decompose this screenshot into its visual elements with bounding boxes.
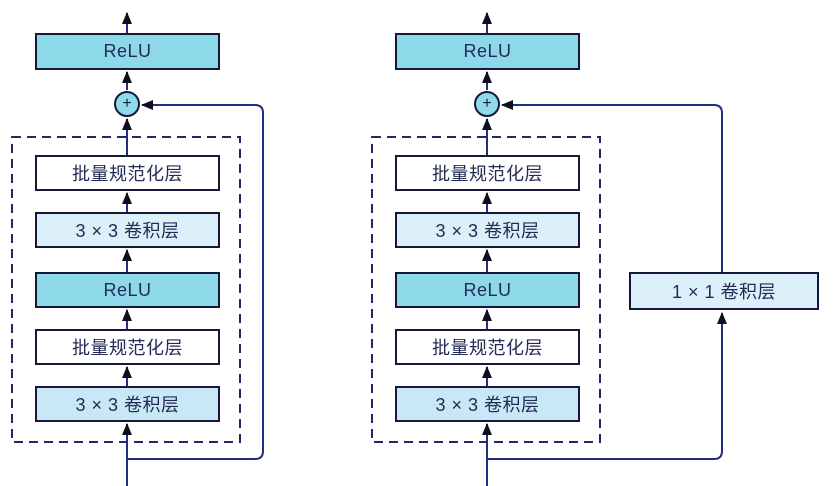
left-batchnorm-box-2: 批量规范化层: [35, 329, 220, 365]
right-conv3x3-box-2: 3 × 3 卷积层: [395, 386, 580, 422]
left-skip-connection-wire: [127, 100, 264, 460]
right-conv1x1-to-add-wire: [501, 100, 723, 272]
right-add-node: +: [474, 91, 500, 117]
left-conv3x3-box-1: 3 × 3 卷积层: [35, 212, 220, 248]
right-output-relu-box: ReLU: [395, 33, 580, 70]
right-batchnorm-box-2: 批量规范化层: [395, 329, 580, 365]
right-batchnorm-box-1: 批量规范化层: [395, 155, 580, 191]
left-batchnorm-box-1: 批量规范化层: [35, 155, 220, 191]
left-conv3x3-box-2: 3 × 3 卷积层: [35, 386, 220, 422]
left-relu-box: ReLU: [35, 272, 220, 308]
right-skip-to-conv1x1-wire: [487, 312, 727, 460]
right-conv3x3-box-1: 3 × 3 卷积层: [395, 212, 580, 248]
left-add-node: +: [114, 91, 140, 117]
right-conv1x1-box: 1 × 1 卷积层: [629, 272, 819, 310]
left-output-relu-box: ReLU: [35, 33, 220, 70]
right-relu-box: ReLU: [395, 272, 580, 308]
